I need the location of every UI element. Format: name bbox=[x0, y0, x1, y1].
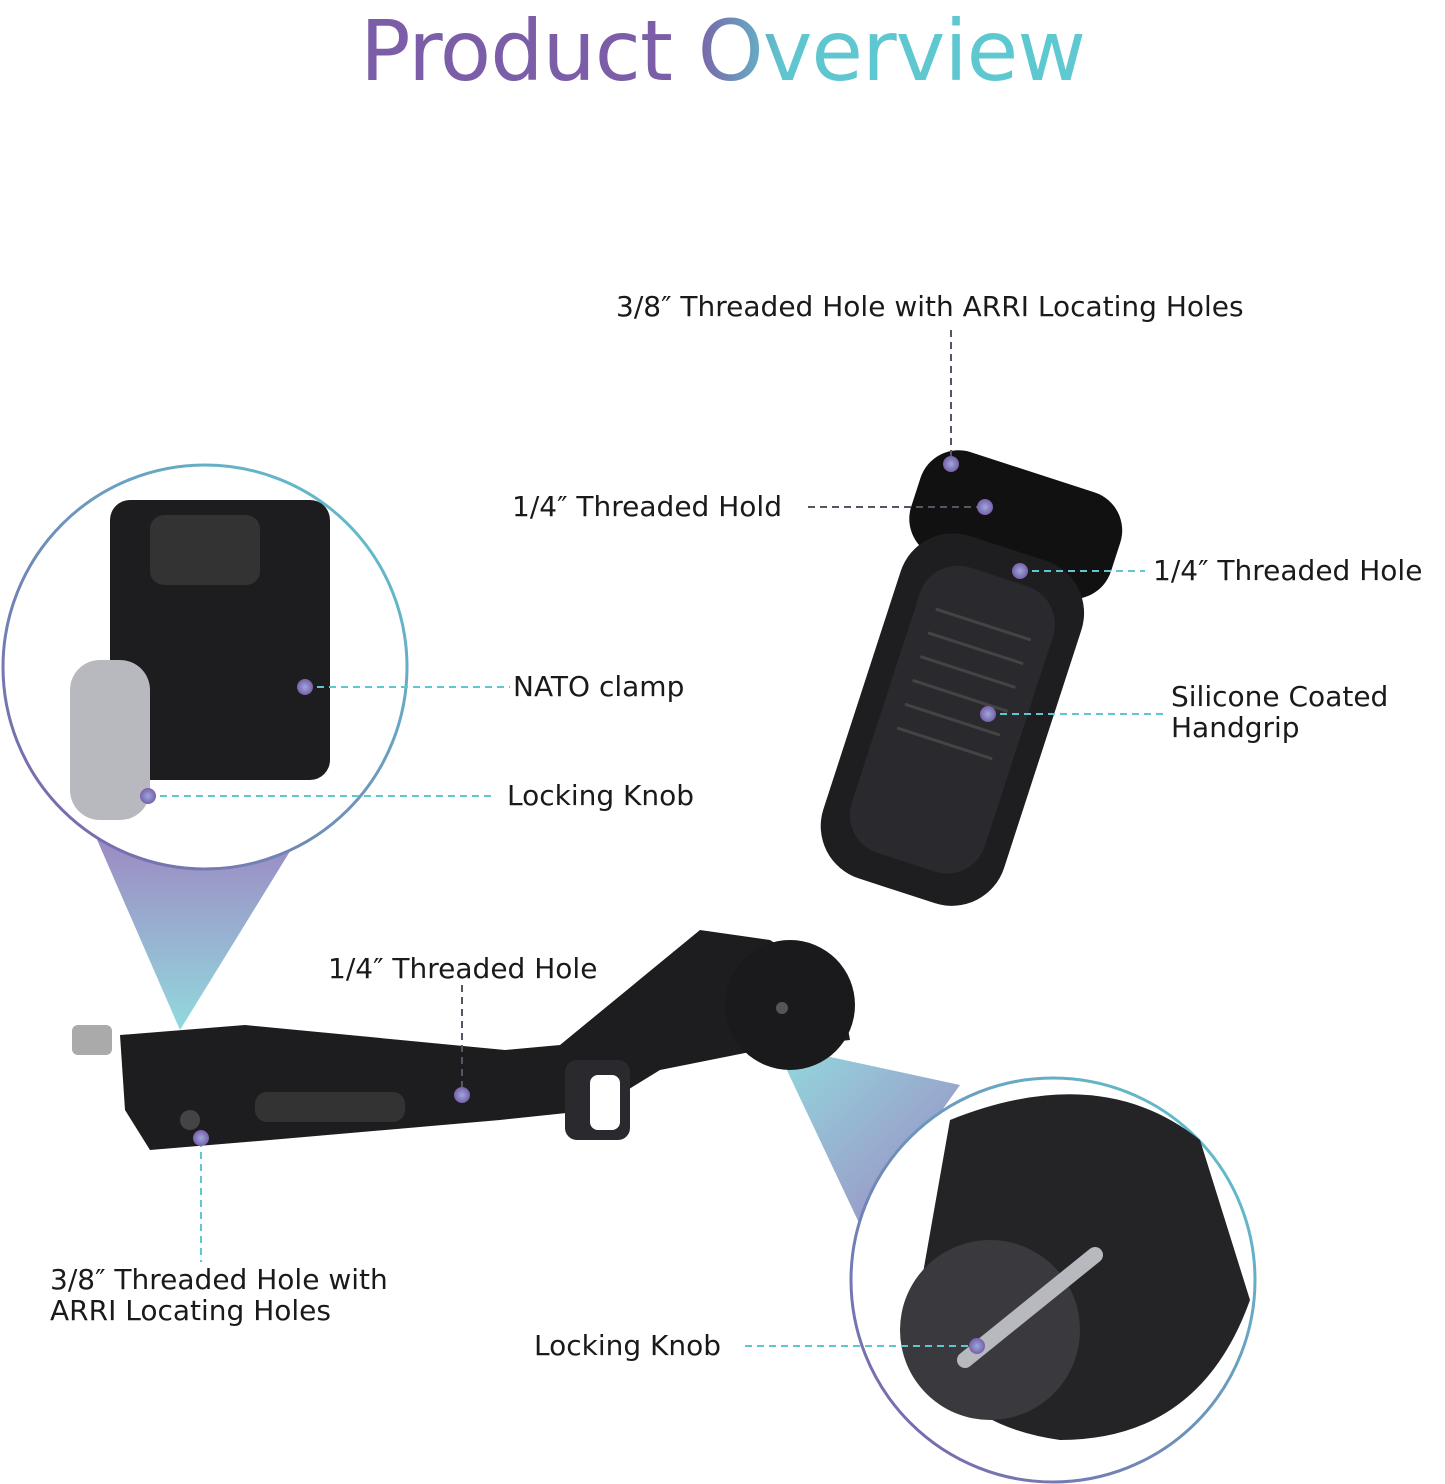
zoom-cone-right bbox=[775, 1045, 960, 1225]
callout-dots bbox=[140, 456, 1028, 1354]
callout-hinge-knob: Locking Knob bbox=[534, 1329, 722, 1362]
callout-arm-hole: 1/4″ Threaded Hole bbox=[328, 952, 598, 985]
callout-grip-top-hole: 1/4″ Threaded Hold bbox=[512, 490, 782, 523]
callout-handgrip-line1: Silicone Coated bbox=[1171, 680, 1389, 713]
callout-top-mount: 3/8″ Threaded Hole with ARRI Locating Ho… bbox=[616, 290, 1244, 323]
arm bbox=[72, 930, 855, 1150]
zoom-circle-hinge bbox=[849, 1076, 1257, 1484]
callout-arm-mount-line1: 3/8″ Threaded Hole with bbox=[50, 1263, 388, 1296]
title-word-product: Product bbox=[359, 2, 673, 100]
callout-arm-mount: 3/8″ Threaded Hole with ARRI Locating Ho… bbox=[50, 1264, 388, 1326]
callout-grip-side-hole: 1/4″ Threaded Hole bbox=[1153, 554, 1423, 587]
zoom-circle-nato-clamp bbox=[1, 463, 409, 871]
zoom-cone-left bbox=[95, 835, 300, 1030]
handgrip bbox=[820, 450, 1123, 906]
callout-nato-clamp: NATO clamp bbox=[513, 670, 685, 703]
callout-arm-mount-line2: ARRI Locating Holes bbox=[50, 1294, 331, 1327]
callout-clamp-knob: Locking Knob bbox=[507, 779, 695, 812]
page-title: Product Overview bbox=[0, 0, 1445, 106]
title-word-overview: Overview bbox=[697, 2, 1086, 100]
callout-handgrip-line2: Handgrip bbox=[1171, 711, 1300, 744]
callout-handgrip: Silicone Coated Handgrip bbox=[1171, 681, 1388, 743]
